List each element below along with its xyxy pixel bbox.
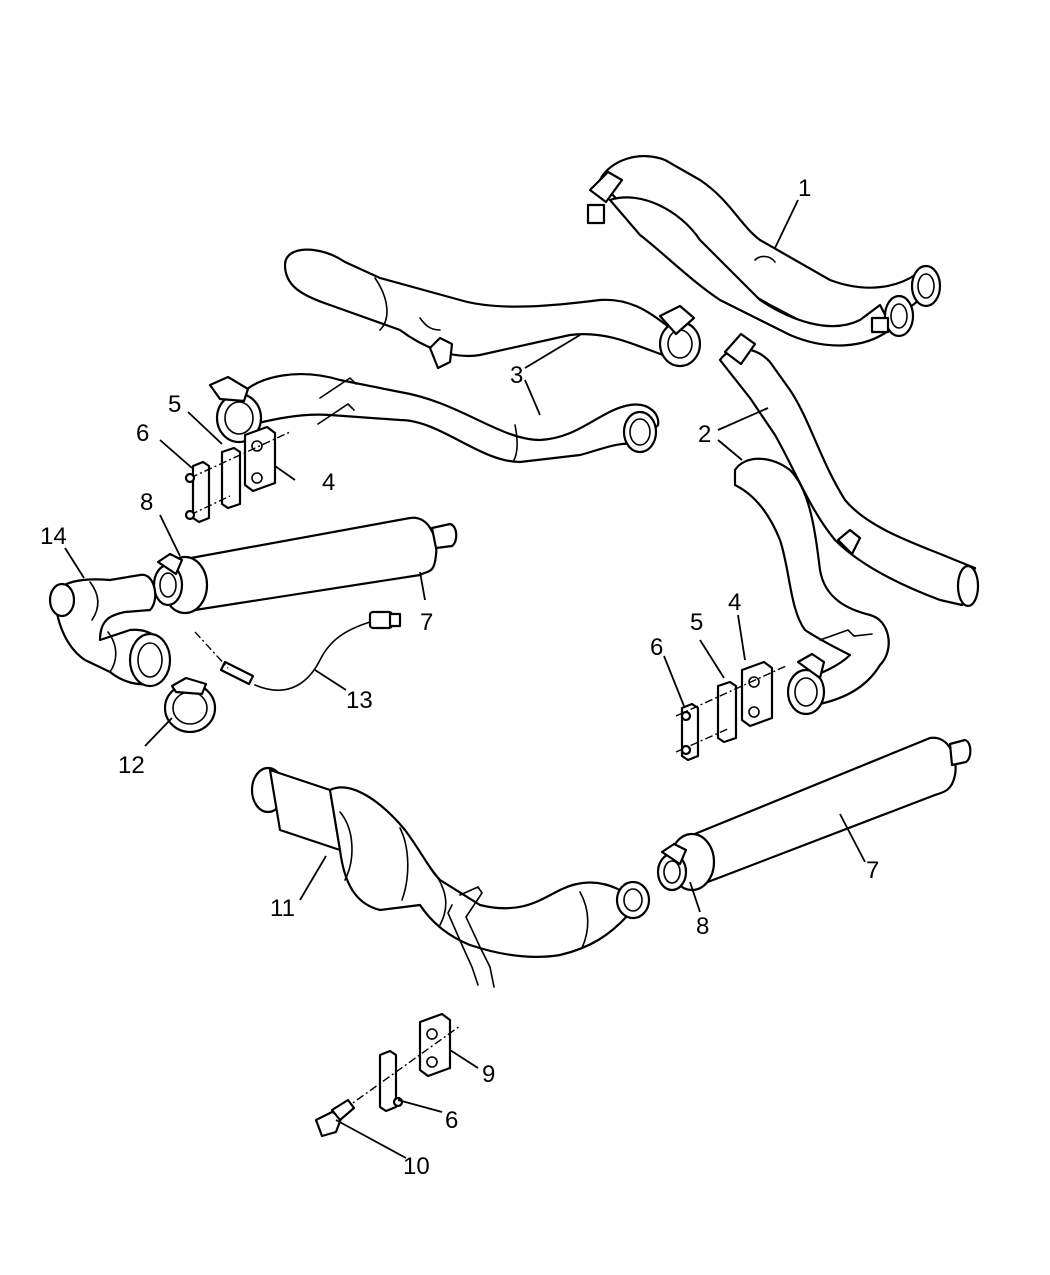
callout-6-bottom: 6 [445, 1107, 458, 1134]
part-11-catalytic-assembly [250, 766, 651, 988]
callout-10: 10 [403, 1153, 430, 1180]
callout-11: 11 [270, 895, 295, 922]
callout-5-right: 5 [690, 609, 703, 636]
callout-3-upper: 3 [510, 362, 523, 389]
part-7-left-muffler [152, 516, 458, 615]
callout-14: 14 [40, 523, 67, 550]
callout-6-right: 6 [650, 634, 663, 661]
callout-5-left: 5 [168, 391, 181, 418]
callout-1: 1 [798, 175, 811, 202]
callout-9: 9 [482, 1061, 495, 1088]
part-3-upper-pipe [283, 248, 702, 370]
callout-2-upper: 2 [698, 421, 711, 448]
part-13-oxygen-sensor [194, 610, 402, 691]
part-2-upper-tailpipe [718, 332, 980, 608]
part-3-lower-pipe [208, 373, 660, 464]
part-2-lower-tailpipe [733, 457, 890, 716]
bottom-bracket-set [314, 1012, 461, 1138]
callout-8-right: 8 [696, 913, 709, 940]
leader-lines [64, 199, 866, 1159]
callout-4-right: 4 [728, 589, 741, 616]
callout-8-left: 8 [140, 489, 153, 516]
callout-labels: 1 2 3 4 5 6 8 14 7 12 13 4 5 6 7 11 8 9 … [40, 175, 879, 1180]
bracket-set-right [675, 660, 787, 762]
callout-13: 13 [346, 687, 373, 714]
callout-4-left: 4 [322, 469, 335, 496]
bracket-set-left [184, 425, 291, 524]
callout-7-right: 7 [866, 857, 879, 884]
callout-6-left: 6 [136, 420, 149, 447]
part-12-clamp [163, 676, 217, 734]
callout-12: 12 [118, 752, 145, 779]
callout-7-left: 7 [420, 609, 433, 636]
part-7-right-muffler [656, 736, 972, 892]
part-1-y-pipe [586, 155, 942, 347]
part-14-catalytic-converter [48, 573, 172, 688]
